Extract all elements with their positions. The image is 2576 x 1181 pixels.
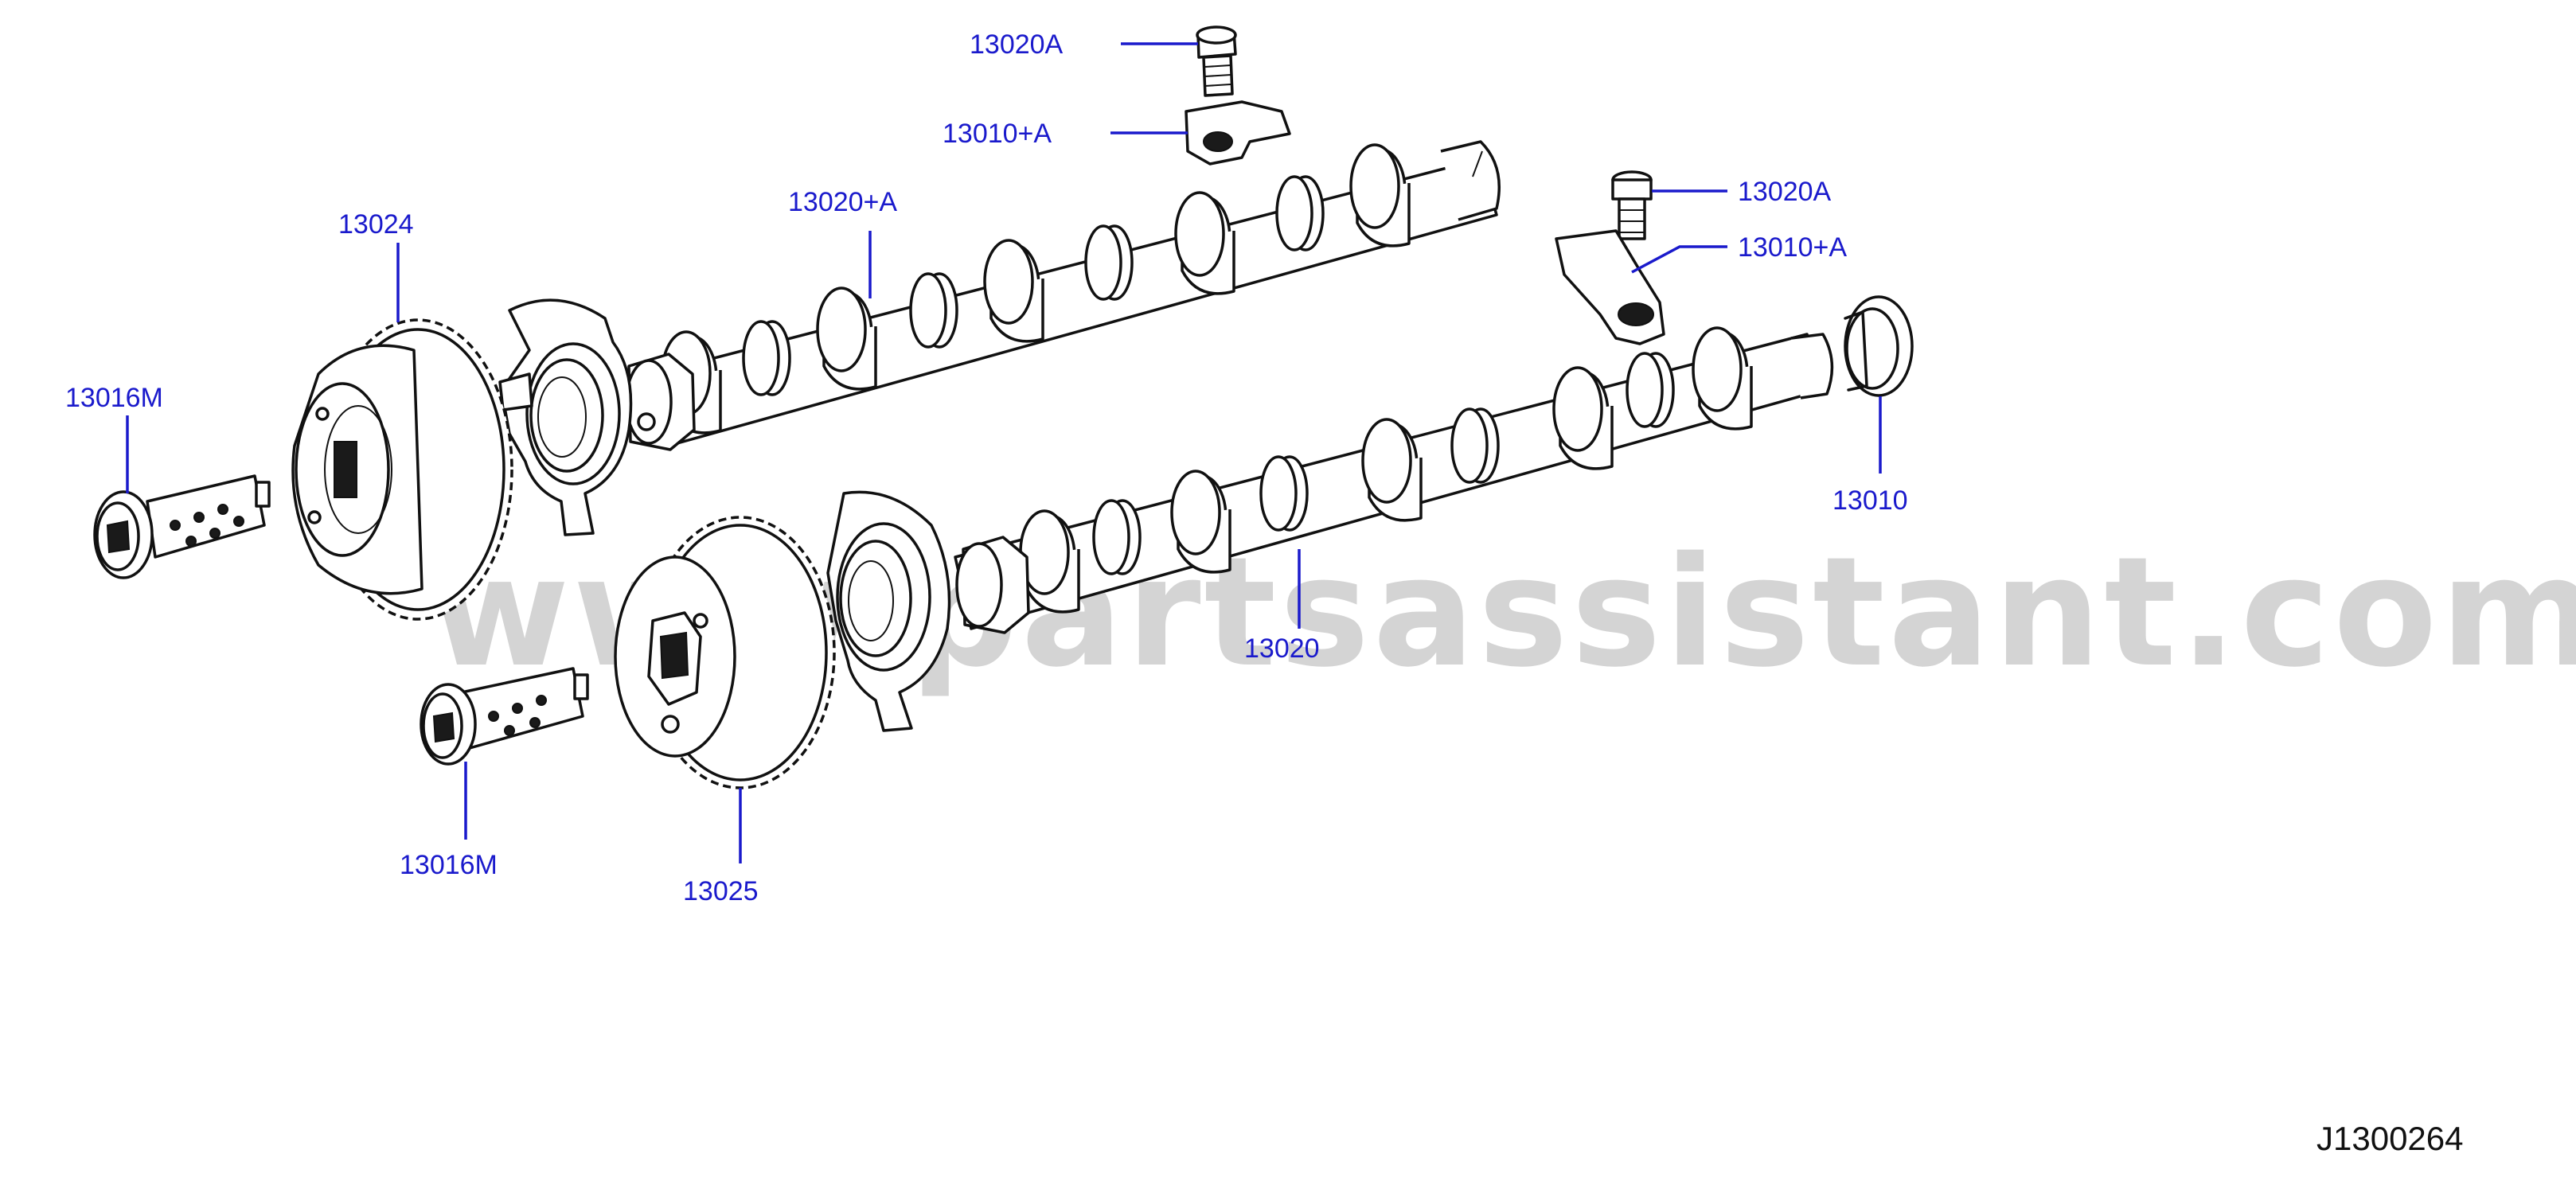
- leader-bracket-right: [1631, 245, 1727, 274]
- label-camshaft-upper: 13020+A: [788, 187, 897, 217]
- label-solenoid-lower: 13016M: [400, 850, 498, 880]
- label-bolt-right: 13020A: [1738, 177, 1832, 207]
- label-bolt-top: 13020A: [970, 29, 1064, 60]
- label-sprocket-upper: 13024: [338, 209, 414, 240]
- label-seal-right: 13010: [1832, 485, 1908, 516]
- label-camshaft-lower: 13020: [1244, 633, 1320, 664]
- upper-camshaft: [625, 140, 1501, 451]
- label-bracket-right: 13010+A: [1738, 232, 1847, 263]
- label-solenoid-upper: 13016M: [65, 383, 163, 413]
- lower-reluctor-plate: [826, 490, 951, 732]
- top-bolt: [1196, 25, 1237, 97]
- callout-labels: 13020A 13010+A 13020A 13010+A 13020+A 13…: [65, 29, 1908, 906]
- label-sprocket-lower: 13025: [683, 876, 759, 906]
- lower-vvt-sprocket: [614, 516, 836, 789]
- right-bolt: [1611, 170, 1653, 240]
- upper-reluctor-plate: [498, 298, 633, 536]
- lower-oil-control-solenoid: [420, 667, 589, 766]
- upper-oil-control-solenoid: [93, 474, 271, 579]
- diagram-code: J1300264: [2316, 1120, 2464, 1157]
- upper-vvt-sprocket: [291, 318, 513, 621]
- right-seal: [1844, 295, 1914, 397]
- lower-camshaft: [954, 326, 1834, 634]
- right-bracket: [1555, 229, 1665, 345]
- leader-lines: [126, 42, 1882, 863]
- top-bracket: [1185, 100, 1291, 166]
- label-bracket-top: 13010+A: [943, 119, 1052, 149]
